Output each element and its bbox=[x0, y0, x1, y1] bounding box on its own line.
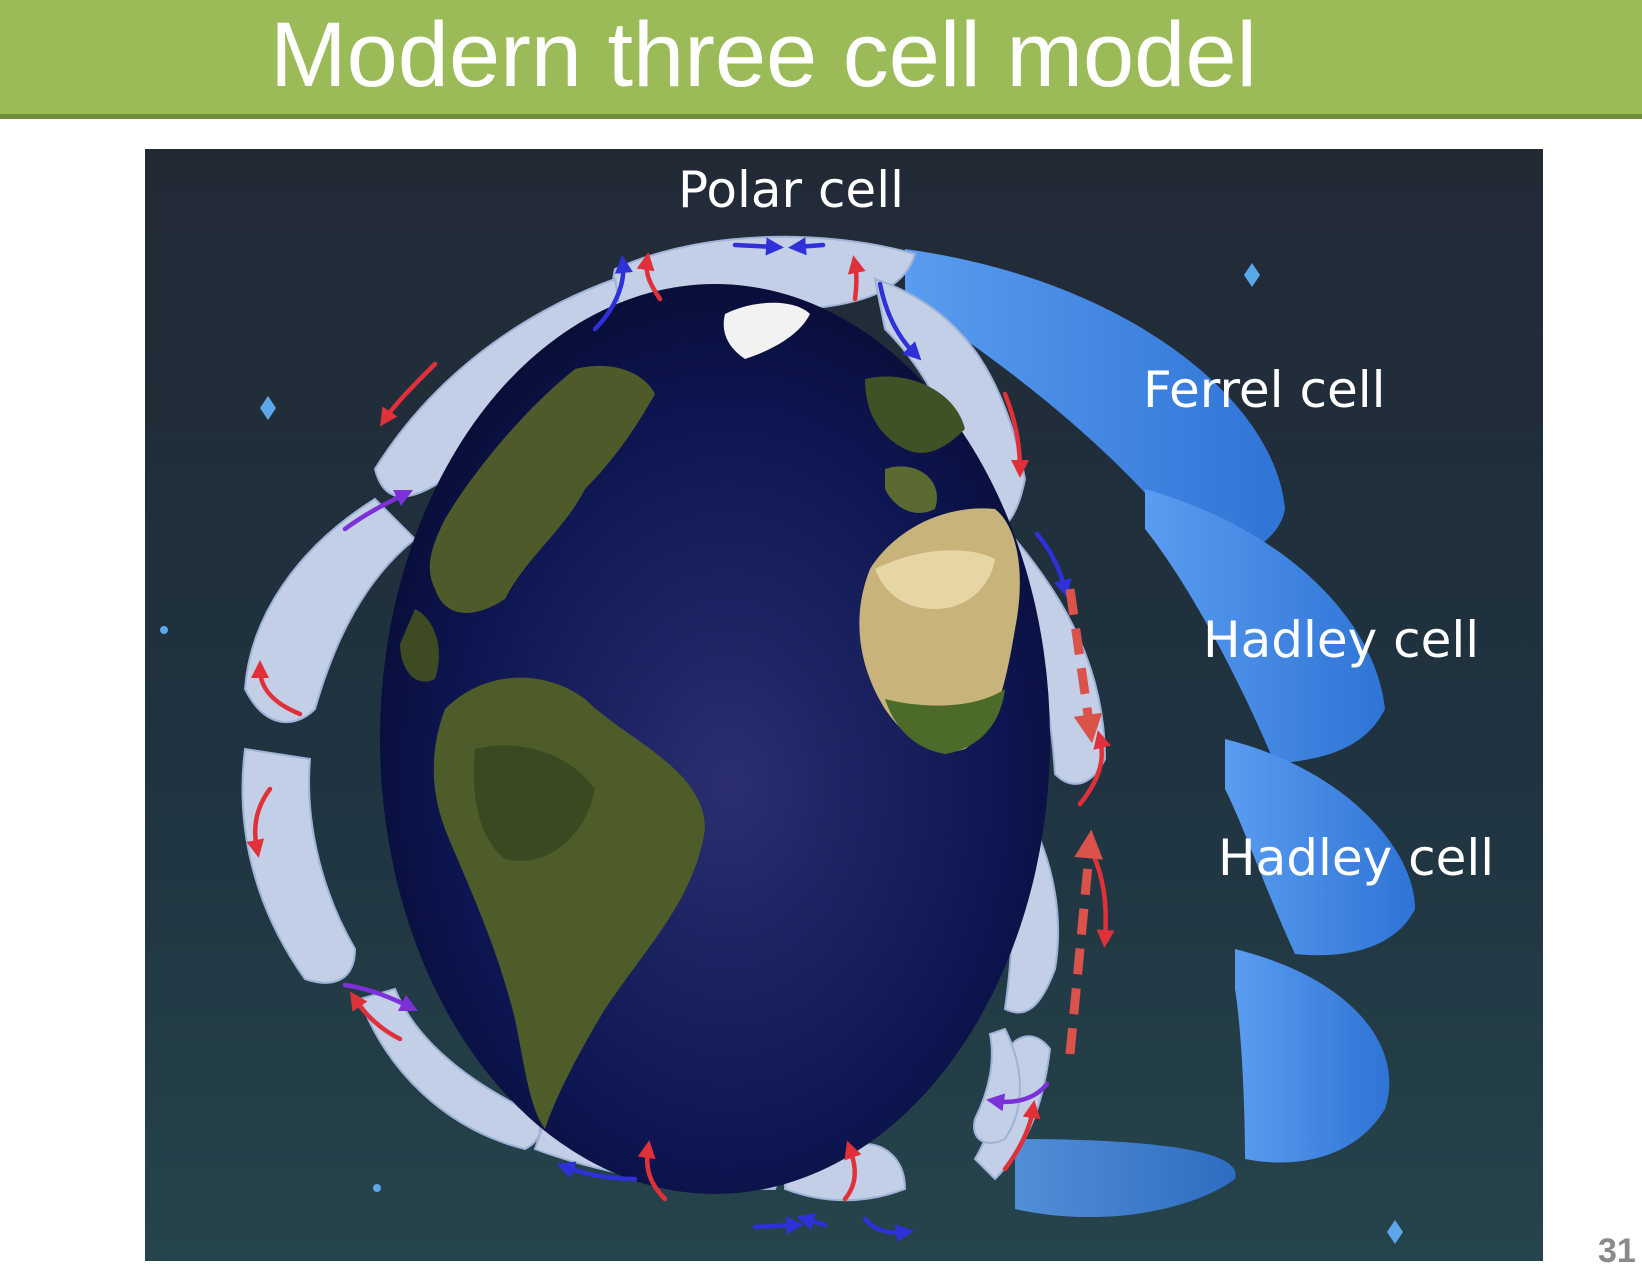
label-ferrel-cell: Ferrel cell bbox=[1143, 361, 1386, 419]
stars bbox=[160, 263, 1403, 1244]
globe-illustration bbox=[145, 149, 1543, 1261]
cell-bands bbox=[905, 249, 1415, 1218]
continents bbox=[400, 302, 1020, 1129]
circulation-arrows bbox=[246, 237, 1115, 1243]
page-number: 31 bbox=[1598, 1232, 1636, 1270]
label-hadley-cell-north: Hadley cell bbox=[1203, 611, 1480, 669]
dashed-arrows bbox=[1065, 588, 1103, 1055]
title-bar bbox=[0, 0, 1642, 119]
three-cell-figure: Polar cell Ferrel cell Hadley cell Hadle… bbox=[145, 149, 1543, 1261]
label-polar-cell: Polar cell bbox=[678, 161, 904, 219]
slide-title: Modern three cell model bbox=[270, 4, 1257, 106]
label-hadley-cell-south: Hadley cell bbox=[1218, 829, 1495, 887]
